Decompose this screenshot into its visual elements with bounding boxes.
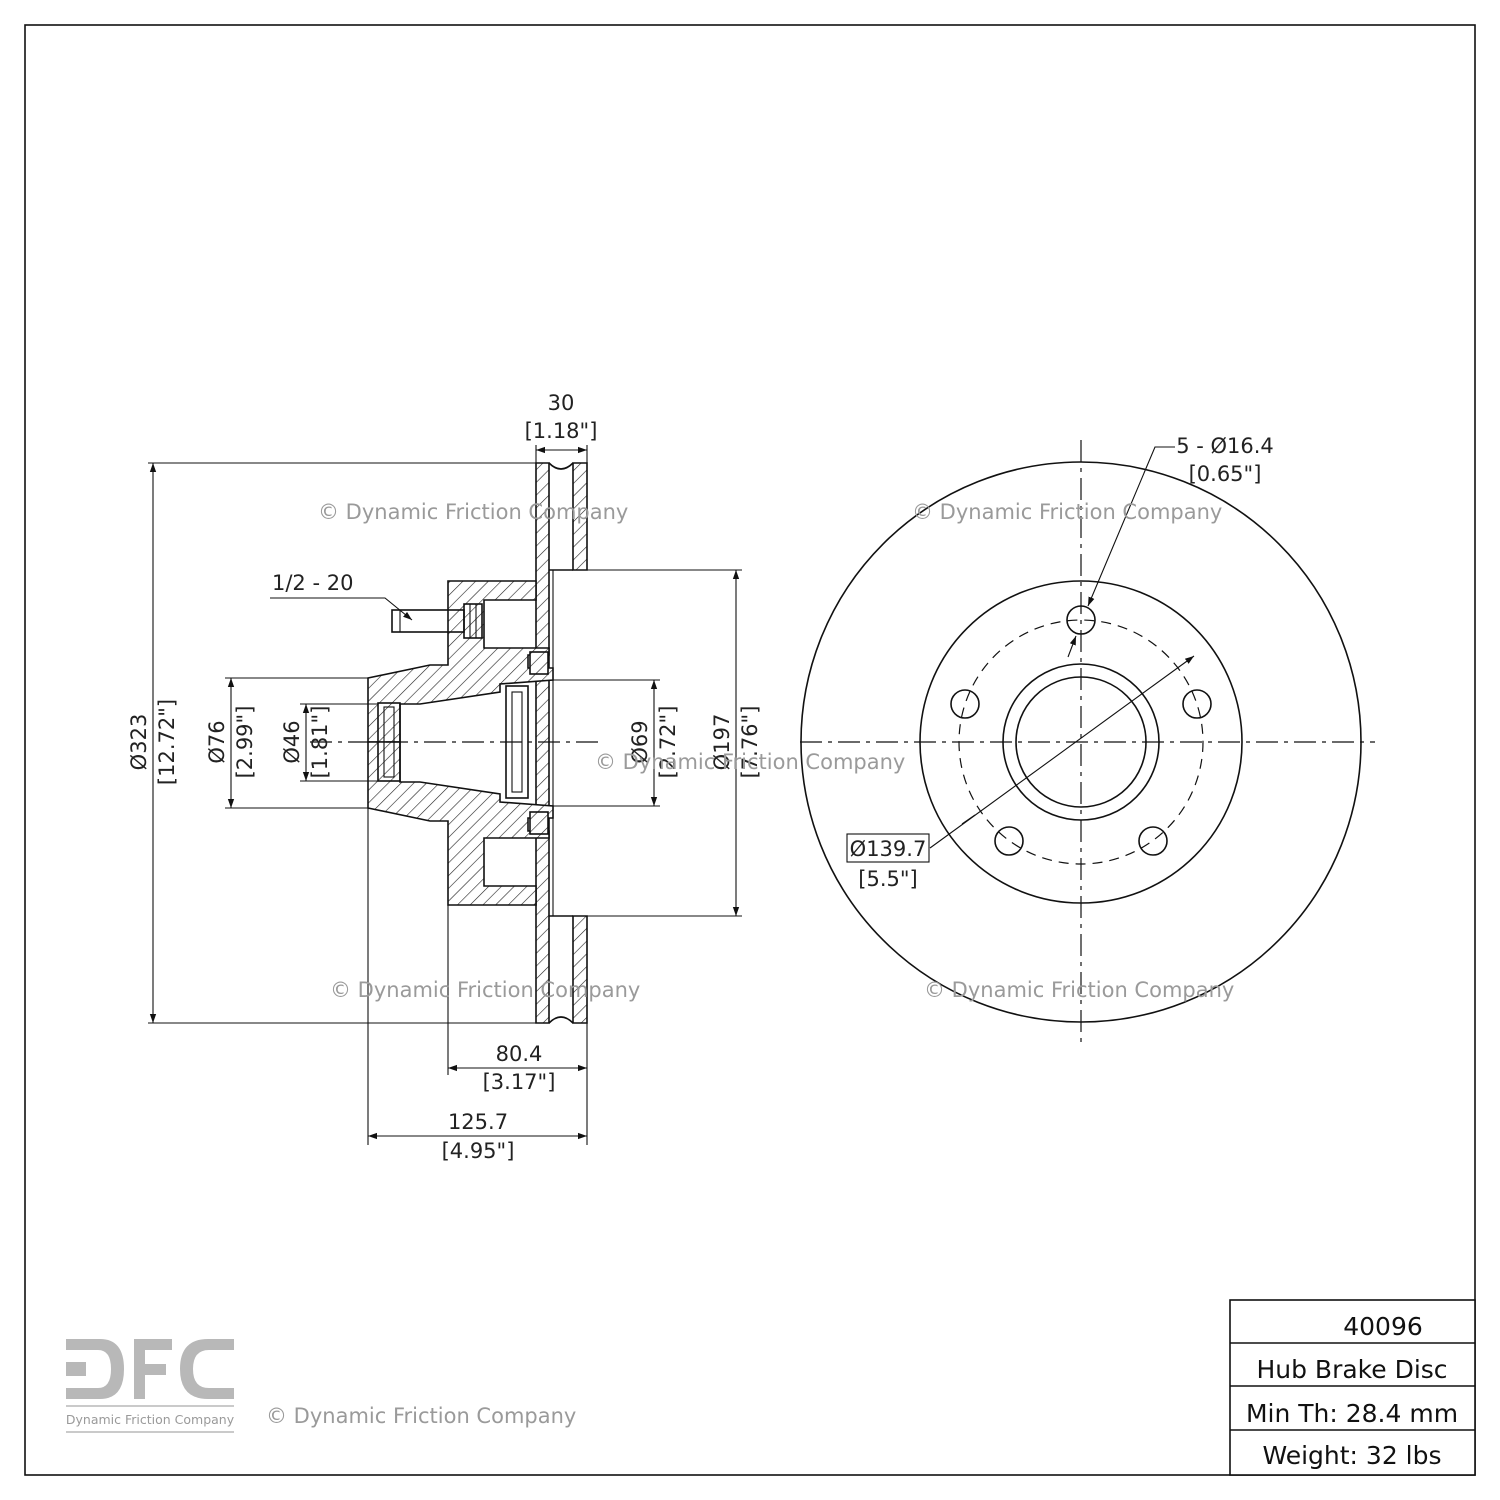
thickness-mm: 30 (548, 391, 575, 415)
watermark-text: © Dynamic Friction Company (595, 750, 905, 774)
watermarks: © Dynamic Friction Company © Dynamic Fri… (318, 500, 1234, 1002)
watermark-text: © Dynamic Friction Company (330, 978, 640, 1002)
overall-height-mm: 125.7 (448, 1110, 508, 1134)
side-section-view (310, 462, 600, 1024)
bolt-hole (950, 689, 980, 719)
footer-watermark: © Dynamic Friction Company (266, 1404, 576, 1428)
bore-diameter-mm: Ø46 (280, 720, 304, 763)
hat-diameter-in: [7.76"] (738, 706, 762, 779)
hub-upper (367, 580, 554, 743)
hat-diameter-mm: Ø197 (710, 714, 734, 771)
bore-diameter-in: [1.81"] (308, 706, 332, 779)
hat-height-mm: 80.4 (496, 1042, 543, 1066)
bolt-hole (1138, 826, 1168, 856)
center-bore-mm: Ø69 (628, 720, 652, 763)
outer-diameter-mm: Ø323 (127, 714, 151, 771)
front-view (800, 440, 1375, 1045)
hub-diameter-mm: Ø76 (205, 720, 229, 763)
thickness-in: [1.18"] (525, 419, 598, 443)
holes-mm: 5 - Ø16.4 (1176, 434, 1274, 458)
hat-height-in: [3.17"] (483, 1070, 556, 1094)
watermark-text: © Dynamic Friction Company (318, 500, 628, 524)
watermark-text: © Dynamic Friction Company (912, 500, 1222, 524)
weight: Weight: 32 lbs (1262, 1441, 1441, 1470)
min-thickness: Min Th: 28.4 mm (1246, 1399, 1458, 1428)
bolt-circle-in: [5.5"] (858, 867, 917, 891)
part-description: Hub Brake Disc (1256, 1355, 1447, 1384)
dfc-logo: Dynamic Friction Company (66, 1339, 235, 1433)
center-bore-in: [2.72"] (656, 706, 680, 779)
dimension-labels: 30 [1.18"] 1/2 - 20 Ø323 [12.72"] Ø76 [2… (127, 391, 1274, 1163)
bolt-circle-mm: Ø139.7 (850, 837, 927, 861)
stud-thread-label: 1/2 - 20 (272, 571, 353, 595)
inner-friction-ring (535, 462, 550, 1024)
title-block: 40096 Hub Brake Disc Min Th: 28.4 mm Wei… (1229, 1299, 1476, 1476)
hub-diameter-in: [2.99"] (233, 706, 257, 779)
side-dimensions (148, 445, 742, 1145)
drawing-frame (24, 24, 1476, 1476)
watermark-text: © Dynamic Friction Company (924, 978, 1234, 1002)
logo-caption: Dynamic Friction Company (66, 1412, 235, 1427)
bolt-hole (1182, 689, 1212, 719)
overall-height-in: [4.95"] (442, 1139, 515, 1163)
outer-diameter-in: [12.72"] (155, 699, 179, 785)
outer-friction-ring-bottom (572, 915, 588, 1024)
part-number: 40096 (1343, 1312, 1423, 1341)
hub-lower (367, 741, 554, 906)
holes-in: [0.65"] (1189, 462, 1262, 486)
bolt-hole (994, 826, 1024, 856)
